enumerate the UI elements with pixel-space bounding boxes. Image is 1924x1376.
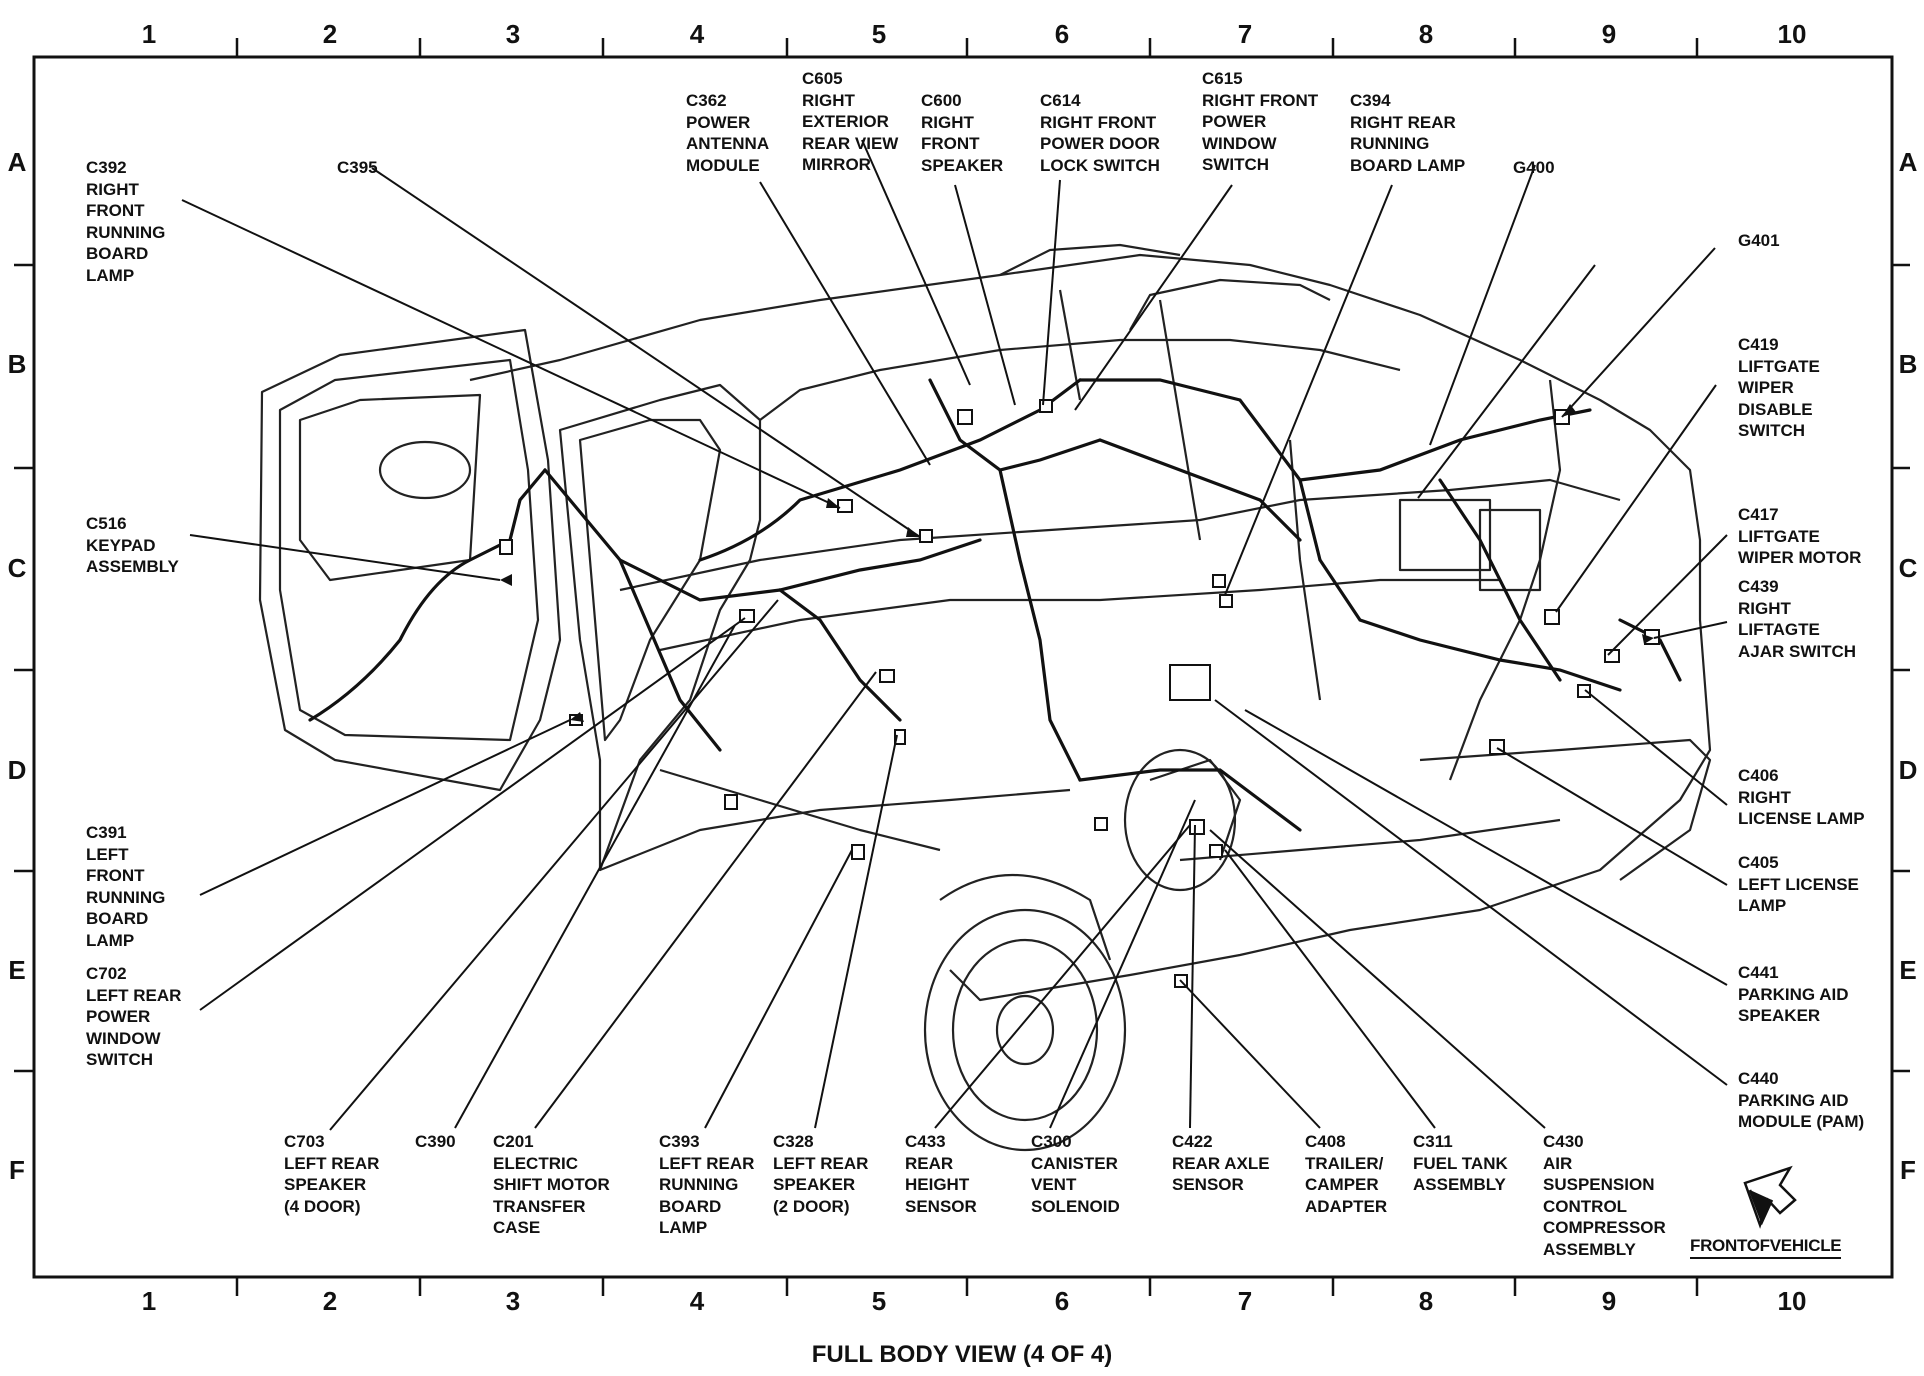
leader-lines [181, 139, 1728, 1131]
column-number: 8 [1418, 1286, 1434, 1316]
label-c430: C430 AIR SUSPENSION CONTROL COMPRESSOR A… [1543, 1132, 1666, 1259]
column-number: 7 [1237, 19, 1253, 49]
label-c439: C439 RIGHT LIFTAGTE AJAR SWITCH [1738, 577, 1857, 661]
label-c614: C614 RIGHT FRONT POWER DOOR LOCK SWITCH [1040, 91, 1160, 175]
column-number: 4 [689, 19, 705, 49]
label-c201: C201 ELECTRIC SHIFT MOTOR TRANSFER CASE [493, 1132, 610, 1237]
label-c362: C362 POWER ANTENNA MODULE [686, 91, 770, 175]
column-number: 9 [1601, 19, 1617, 49]
label-c600: C600 RIGHT FRONT SPEAKER [921, 91, 1004, 175]
column-number: 2 [322, 19, 338, 49]
front-of-vehicle-arrow-icon [1743, 1165, 1797, 1229]
column-number: 1 [141, 19, 157, 49]
row-letter: C [1898, 553, 1918, 583]
label-c405: C405 LEFT LICENSE LAMP [1738, 853, 1859, 915]
row-letter: F [9, 1155, 25, 1185]
row-ticks [14, 263, 1910, 1073]
diagram-caption: FULL BODY VIEW (4 OF 4) [811, 1341, 1113, 1368]
label-c516: C516 KEYPAD ASSEMBLY [86, 514, 179, 576]
label-c392: C392 RIGHT FRONT RUNNING BOARD LAMP [86, 158, 166, 285]
leader-arrowheads [500, 404, 1654, 722]
label-c408: C408 TRAILER/ CAMPER ADAPTER [1305, 1132, 1388, 1216]
column-number: 6 [1054, 19, 1070, 49]
row-letter: F [1900, 1155, 1916, 1185]
label-c390: C390 [415, 1132, 456, 1151]
label-c441: C441 PARKING AID SPEAKER [1738, 963, 1849, 1025]
column-number: 6 [1054, 1286, 1070, 1316]
column-number: 4 [689, 1286, 705, 1316]
column-number: 7 [1237, 1286, 1253, 1316]
front-of-vehicle-label: FRONTOFVEHICLE [1690, 1236, 1842, 1259]
bottom-column-ticks [235, 1277, 1699, 1296]
column-number: 2 [322, 1286, 338, 1316]
label-c702: C702 LEFT REAR POWER WINDOW SWITCH [86, 964, 182, 1069]
label-c440: C440 PARKING AID MODULE (PAM) [1738, 1069, 1865, 1131]
column-number: 3 [505, 19, 521, 49]
label-c393: C393 LEFT REAR RUNNING BOARD LAMP [659, 1132, 755, 1237]
column-number: 8 [1418, 19, 1434, 49]
label-g400: G400 [1513, 158, 1555, 177]
label-c433: C433 REAR HEIGHT SENSOR [905, 1132, 977, 1216]
column-number: 3 [505, 1286, 521, 1316]
label-c406: C406 RIGHT LICENSE LAMP [1738, 766, 1865, 828]
label-c422: C422 REAR AXLE SENSOR [1172, 1132, 1270, 1194]
row-letter: D [7, 755, 27, 785]
label-c311: C311 FUEL TANK ASSEMBLY [1413, 1132, 1508, 1194]
connectors [499, 399, 1660, 988]
column-number: 9 [1601, 1286, 1617, 1316]
label-c703: C703 LEFT REAR SPEAKER (4 DOOR) [284, 1132, 380, 1216]
column-number: 1 [141, 1286, 157, 1316]
column-number: 5 [871, 19, 887, 49]
top-column-ticks [235, 38, 1699, 57]
row-letter: D [1898, 755, 1918, 785]
label-c391: C391 LEFT FRONT RUNNING BOARD LAMP [86, 823, 166, 950]
column-number: 5 [871, 1286, 887, 1316]
row-letter: B [1898, 349, 1918, 379]
label-c417: C417 LIFTGATE WIPER MOTOR [1738, 505, 1862, 567]
label-g401: G401 [1738, 231, 1780, 250]
column-number: 10 [1777, 19, 1807, 49]
column-number: 10 [1777, 1286, 1807, 1316]
label-c605: C605 RIGHT EXTERIOR REAR VIEW MIRROR [802, 69, 899, 174]
row-letter: C [7, 553, 27, 583]
wiring-harness [308, 378, 1682, 832]
label-c394: C394 RIGHT REAR RUNNING BOARD LAMP [1350, 91, 1466, 175]
row-letter: A [1898, 147, 1918, 177]
row-letter: E [8, 955, 26, 985]
row-letter: B [7, 349, 27, 379]
label-c615: C615 RIGHT FRONT POWER WINDOW SWITCH [1202, 69, 1319, 174]
row-letter: A [7, 147, 27, 177]
diagram-border [32, 55, 1894, 1279]
vehicle-sketch [258, 243, 1712, 1152]
label-c300: C300 CANISTER VENT SOLENOID [1031, 1132, 1120, 1216]
label-c395: C395 [337, 158, 378, 177]
label-c419: C419 LIFTGATE WIPER DISABLE SWITCH [1738, 335, 1820, 440]
label-c328: C328 LEFT REAR SPEAKER (2 DOOR) [773, 1132, 869, 1216]
row-letter: E [1899, 955, 1917, 985]
